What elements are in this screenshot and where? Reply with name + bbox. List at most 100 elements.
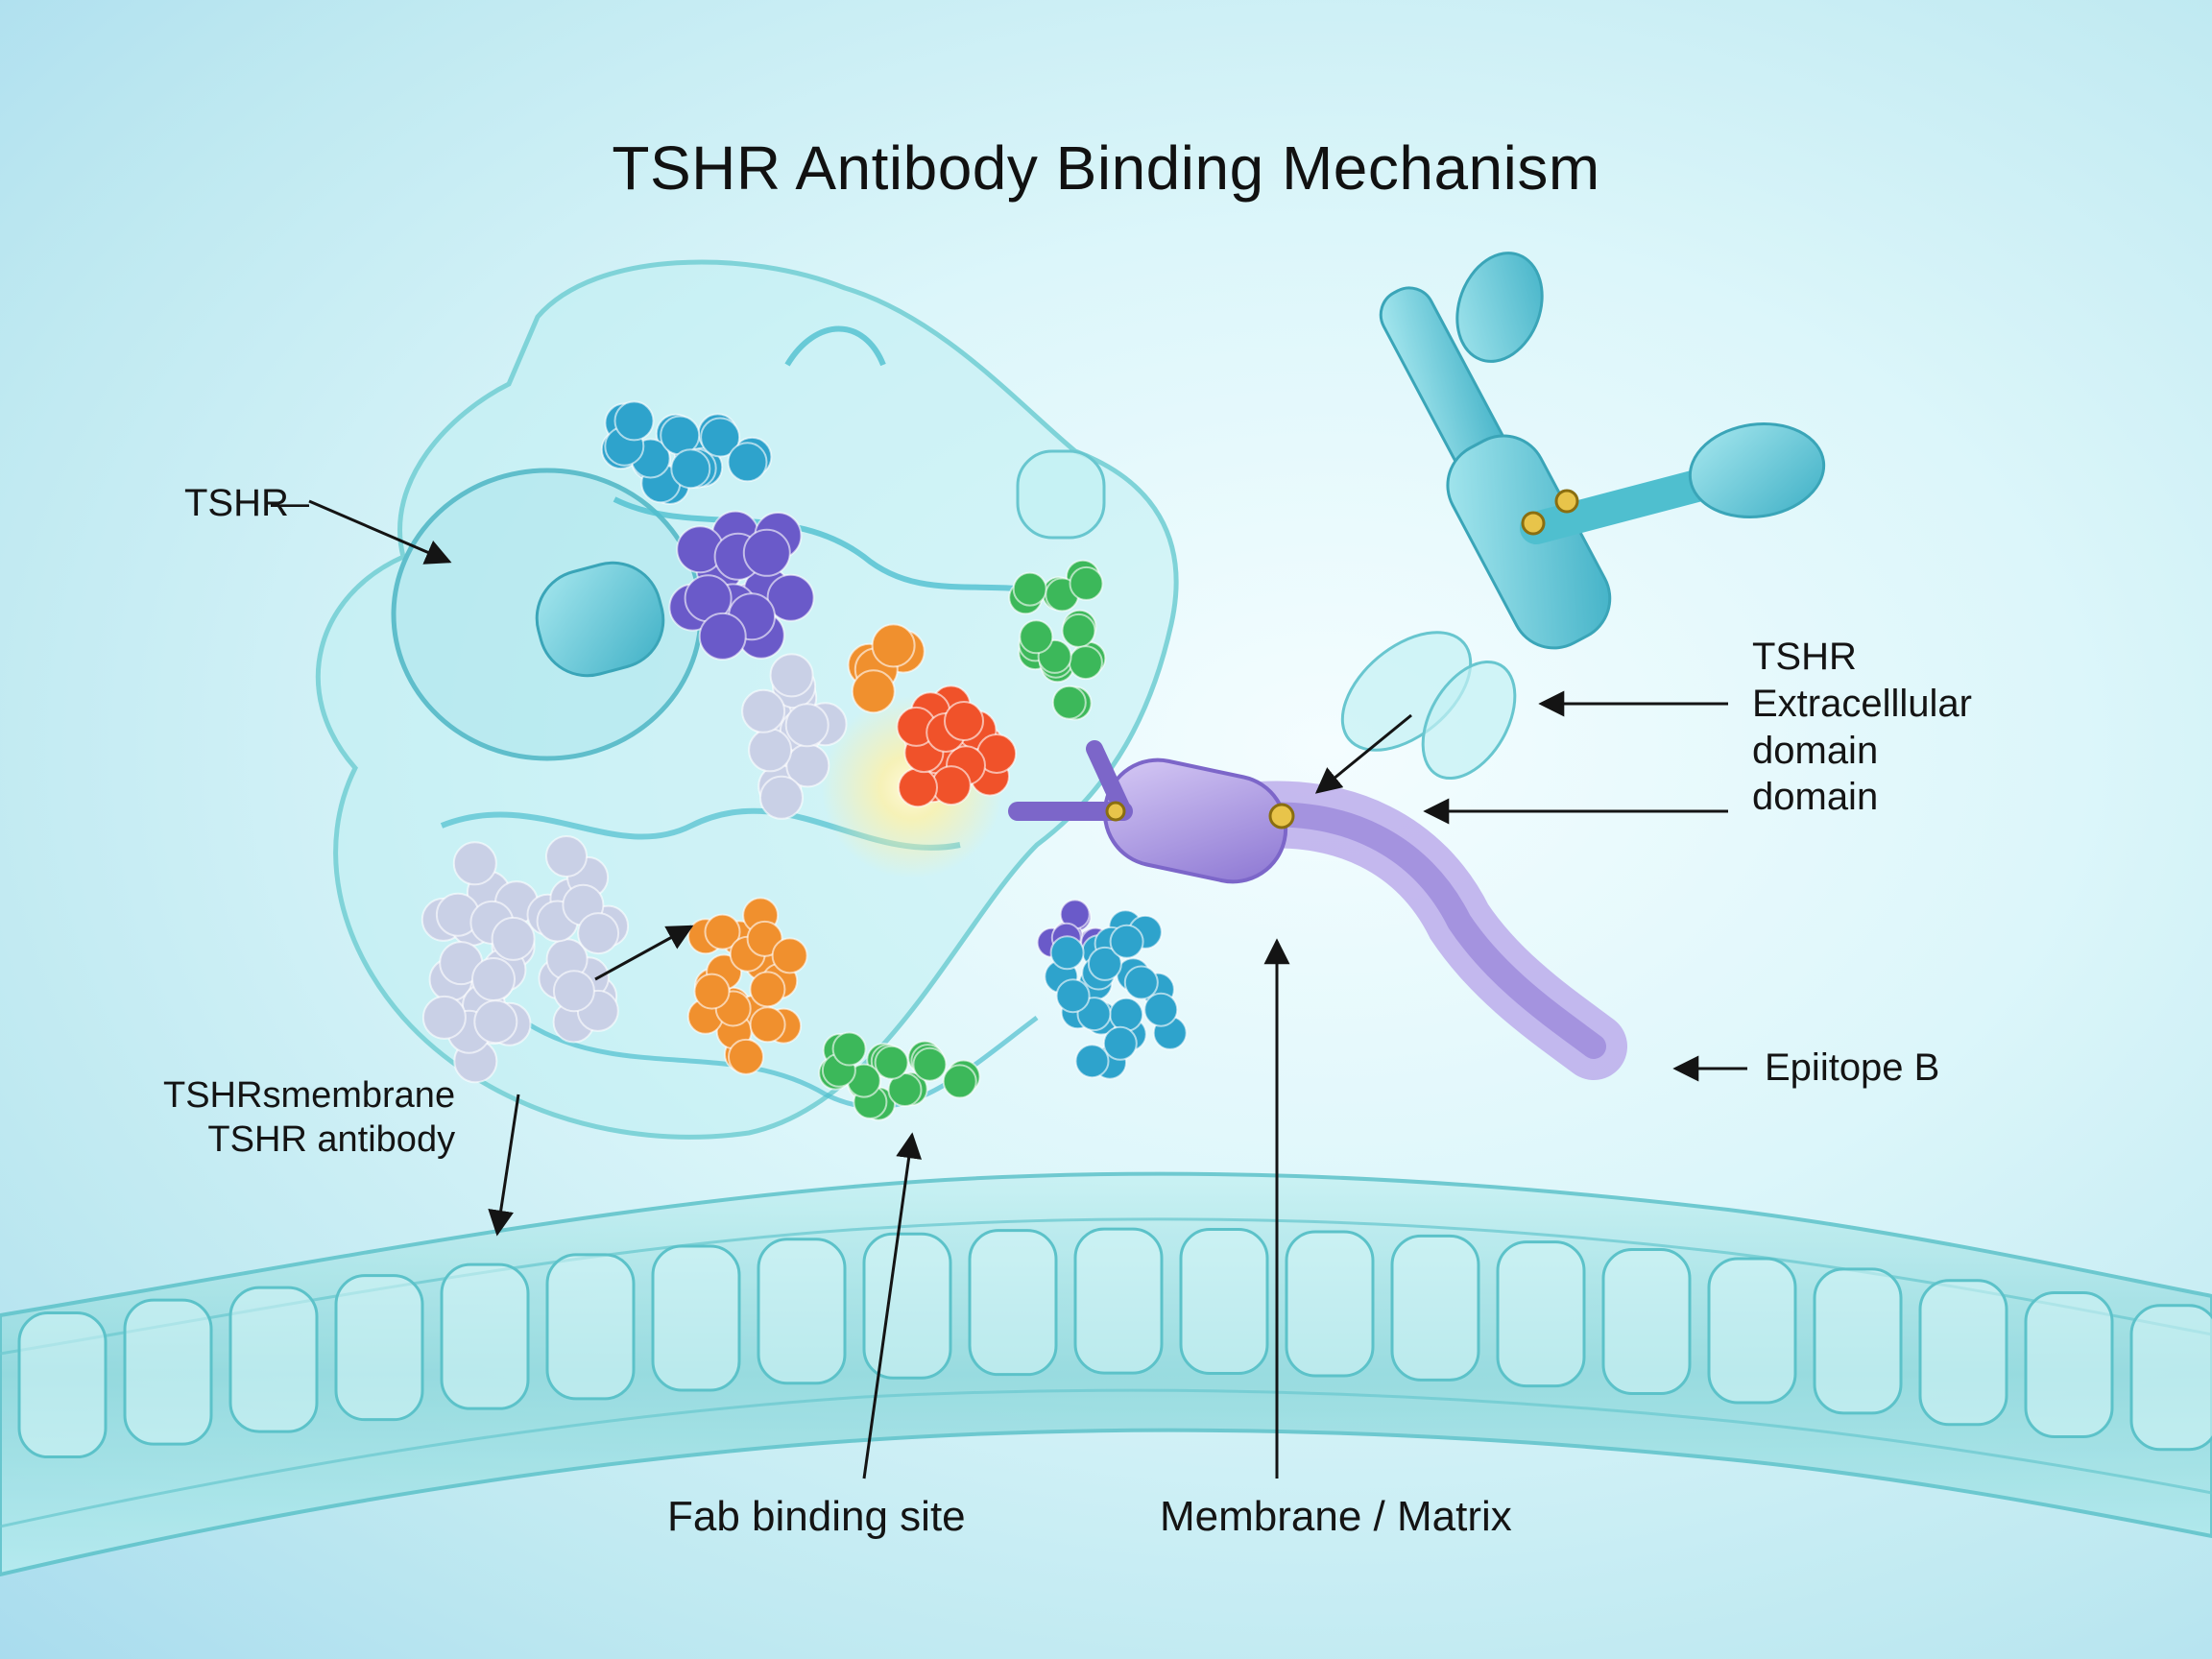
atom-bead (871, 623, 916, 668)
atom-bead (452, 841, 497, 886)
purple-cluster-top (668, 510, 815, 661)
receptor-capsule (1016, 449, 1106, 540)
atom-bead (1123, 965, 1159, 1000)
atom-bead (912, 1046, 948, 1082)
atom-bead (1051, 685, 1087, 720)
blue-cluster-bottom (1044, 909, 1188, 1080)
membrane-cell (1073, 1227, 1164, 1375)
atom-bead (898, 767, 938, 808)
atom-bead (613, 400, 655, 442)
membrane-cell (968, 1229, 1058, 1377)
atom-bead (1019, 619, 1054, 655)
atom-bead (1049, 935, 1085, 971)
purple-antibody (1008, 740, 1627, 1080)
membrane-cell (1179, 1228, 1269, 1376)
atom-bead (471, 957, 516, 1001)
atom-bead (491, 916, 536, 961)
atom-bead (1102, 1025, 1138, 1061)
membrane-cell (1390, 1234, 1480, 1382)
atom-bead (1069, 565, 1104, 601)
arrow-fab-binding (862, 1132, 923, 1479)
atom-bead (1061, 613, 1096, 648)
membrane-cell (228, 1286, 319, 1433)
membrane-cell (1918, 1279, 2008, 1427)
green-cluster-right (1008, 559, 1107, 721)
atom-bead (749, 1006, 786, 1044)
atom-bead (942, 1064, 977, 1099)
atom-bead (784, 703, 830, 748)
arrow-hinge (1314, 713, 1412, 794)
label-tshr-extracellular-domain: TSHR Extracelllular domain domain (1752, 636, 1972, 819)
membrane-cell (17, 1311, 108, 1459)
membrane-cell (2024, 1290, 2114, 1438)
orange-cluster-bottom (686, 897, 808, 1075)
atom-bead (759, 775, 804, 820)
label-tshr-line: — (271, 482, 309, 524)
blue-cluster-top (600, 400, 773, 505)
membrane-cell (862, 1232, 952, 1380)
atom-bead (698, 612, 747, 661)
atom-bead (1012, 571, 1047, 607)
hinge-joint (1268, 803, 1295, 830)
atom-bead (577, 912, 620, 955)
atom-bead (704, 913, 741, 950)
atom-bead (545, 835, 588, 878)
red-cluster-center (896, 685, 1018, 808)
atom-bead (874, 1045, 909, 1080)
atom-bead (851, 669, 896, 714)
fab-fragment (1102, 757, 1288, 884)
atom-bead (473, 999, 518, 1045)
membrane-cell (123, 1298, 213, 1446)
receptor-helix (535, 561, 665, 678)
atom-bead (749, 971, 786, 1008)
teal-antibody (1340, 252, 1826, 781)
membrane-band (0, 1171, 2212, 1577)
contact-joint (1105, 801, 1126, 822)
atom-bead (1109, 997, 1144, 1032)
atom-bead (421, 995, 467, 1040)
atom-bead (746, 920, 783, 957)
atom-bead (944, 701, 984, 741)
atom-bead (1074, 1044, 1110, 1079)
atom-bead (670, 448, 711, 490)
membrane-segments (17, 1227, 2212, 1459)
atom-bead (727, 442, 768, 483)
membrane-cell (1496, 1240, 1586, 1388)
atom-bead (769, 653, 814, 698)
label-membrane-matrix: Membrane / Matrix (1160, 1493, 1512, 1540)
atom-bead (1068, 645, 1103, 681)
silver-cluster-center (741, 653, 848, 820)
membrane-cell (334, 1274, 424, 1422)
label-tshr: TSHR (184, 482, 289, 524)
atom-bead (552, 970, 595, 1013)
green-cluster-bottom (818, 1031, 981, 1121)
label-tshr-membrane-antibody: TSHRsmembrane TSHR antibody (163, 1075, 456, 1161)
atom-bead (693, 973, 731, 1010)
atom-bead (766, 573, 815, 622)
arrow-inner-silver (594, 925, 694, 981)
membrane-cell (651, 1244, 741, 1392)
atom-bead (1143, 992, 1179, 1027)
leader-lines (308, 499, 1747, 1479)
atom-bead (700, 417, 741, 458)
diagram-title: TSHR Antibody Binding Mechanism (612, 133, 1600, 203)
membrane-cell (440, 1262, 530, 1410)
membrane-cell (2129, 1304, 2212, 1452)
arrow-tshr (308, 499, 452, 565)
membrane-cell (545, 1253, 636, 1401)
atom-bead (831, 1031, 867, 1067)
silver-cluster-left-2 (526, 835, 630, 1044)
atom-bead (771, 937, 808, 974)
atom-bead (728, 1038, 764, 1075)
membrane-cell (757, 1238, 847, 1385)
atom-bead (748, 728, 793, 773)
membrane-cell (1601, 1248, 1692, 1396)
atom-bead (1055, 978, 1091, 1014)
atom-bead (1109, 924, 1144, 959)
membrane-cell (1707, 1257, 1797, 1405)
label-epitope-b: Epiitope B (1765, 1046, 1940, 1089)
label-fab-binding-site: Fab binding site (667, 1493, 966, 1540)
silver-cluster-left (421, 841, 539, 1084)
atom-bead (741, 688, 786, 733)
